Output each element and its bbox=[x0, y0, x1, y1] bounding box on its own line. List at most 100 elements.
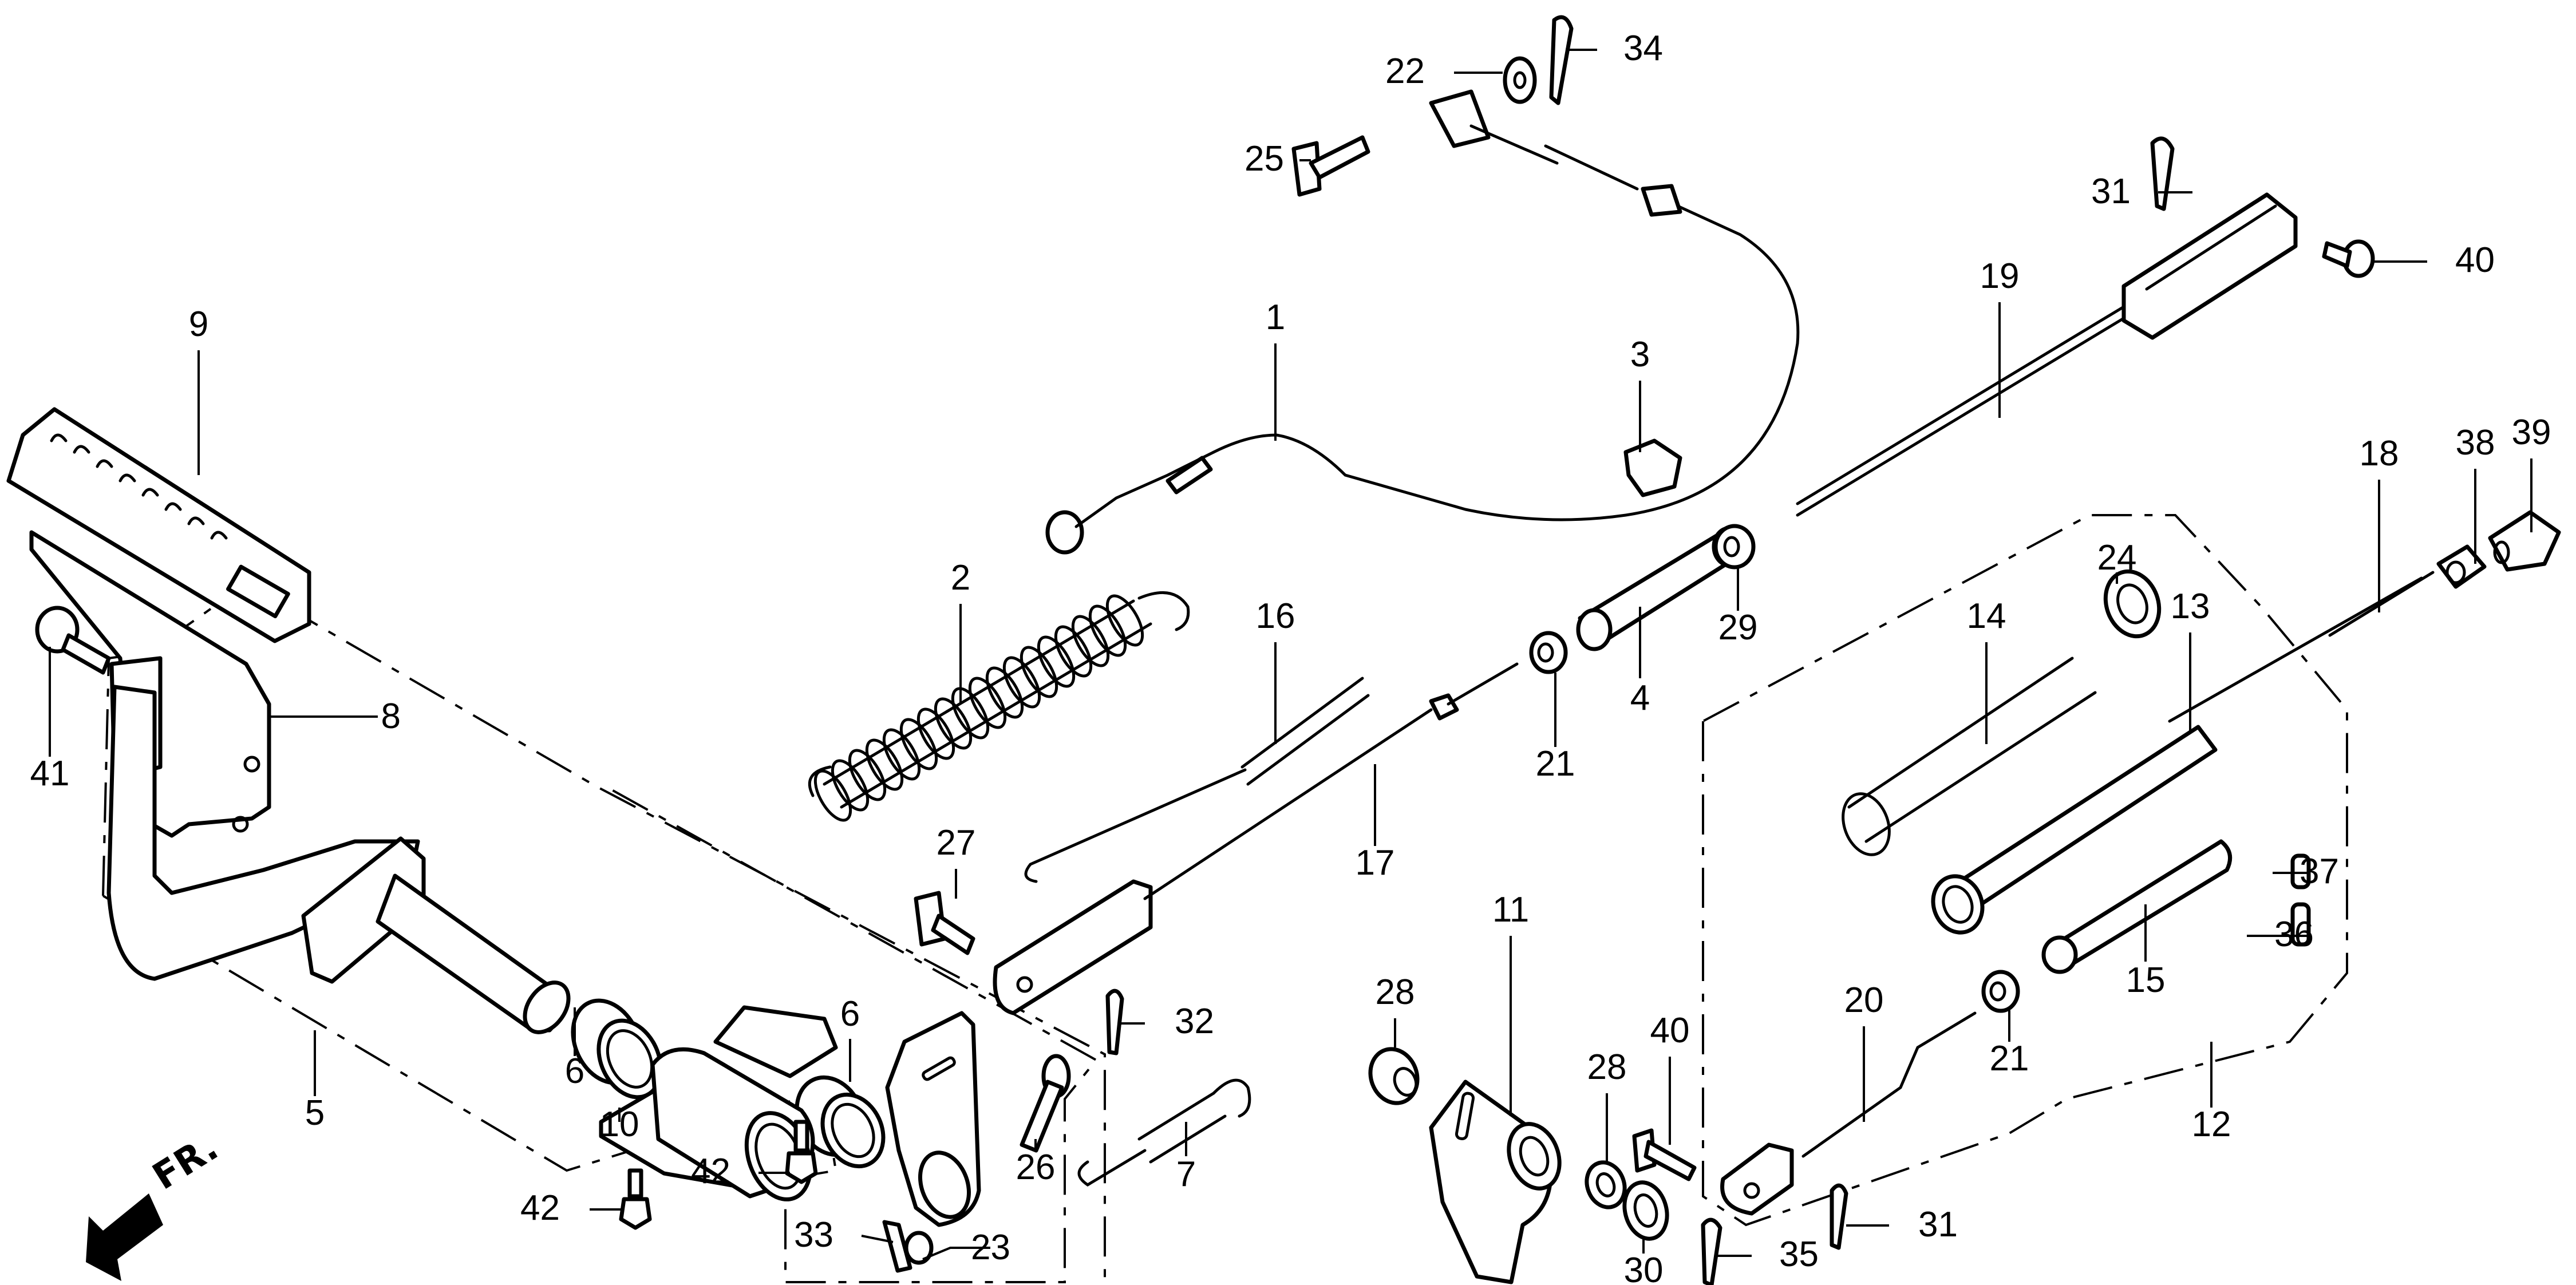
callout-6b[interactable]: 6 bbox=[840, 994, 860, 1082]
callout-31a[interactable]: 31 bbox=[2091, 172, 2192, 211]
callout-20[interactable]: 20 bbox=[1844, 980, 1884, 1122]
clevis-pin-40b[interactable] bbox=[1632, 1128, 1697, 1181]
flange-bolt-42a[interactable] bbox=[619, 1168, 652, 1230]
bushing-6a[interactable] bbox=[560, 990, 672, 1108]
cotter-pin-32[interactable] bbox=[1105, 989, 1124, 1055]
flange-nut-39[interactable] bbox=[2488, 510, 2561, 572]
bushing-28a[interactable] bbox=[1363, 1042, 1425, 1110]
brake-arm-11[interactable] bbox=[1429, 1080, 1568, 1284]
slide-shaft-15[interactable] bbox=[2041, 839, 2233, 974]
spring-coil bbox=[1105, 594, 1144, 647]
callout-3[interactable]: 3 bbox=[1630, 335, 1650, 452]
callout-2[interactable]: 2 bbox=[951, 558, 970, 704]
callout-12[interactable]: 12 bbox=[2192, 1042, 2231, 1144]
cotter-pin-35[interactable] bbox=[1701, 1217, 1722, 1285]
callout-39[interactable]: 39 bbox=[2512, 413, 2551, 532]
callout-label: 1 bbox=[1266, 298, 1285, 337]
callout-13[interactable]: 13 bbox=[2171, 587, 2210, 733]
callout-41[interactable]: 41 bbox=[30, 647, 70, 793]
washer-22[interactable] bbox=[1503, 56, 1537, 104]
callout-38[interactable]: 38 bbox=[2456, 423, 2495, 564]
callout-15[interactable]: 15 bbox=[2126, 904, 2166, 1000]
spring-guide-13[interactable] bbox=[1925, 725, 2218, 939]
adjuster-rod-20[interactable] bbox=[1720, 1011, 1977, 1216]
lever-plate-part[interactable] bbox=[885, 1011, 981, 1227]
callout-16[interactable]: 16 bbox=[1256, 596, 1295, 744]
callout-42b[interactable]: 42 bbox=[691, 1152, 790, 1191]
callout-36[interactable]: 36 bbox=[2247, 915, 2314, 954]
flange-bolt-41[interactable] bbox=[35, 606, 111, 675]
tension-spring-16[interactable] bbox=[1024, 677, 1370, 883]
callout-18[interactable]: 18 bbox=[2360, 434, 2399, 612]
callout-26[interactable]: 26 bbox=[1016, 1139, 1056, 1187]
callout-7[interactable]: 7 bbox=[1176, 1122, 1196, 1194]
washer-30[interactable] bbox=[1618, 1177, 1673, 1243]
pedal-pad-part[interactable] bbox=[6, 407, 311, 643]
clevis-pin-40a[interactable] bbox=[2322, 239, 2375, 278]
pin-37[interactable] bbox=[2290, 853, 2311, 889]
callout-14[interactable]: 14 bbox=[1967, 596, 2006, 744]
callout-label: 6 bbox=[840, 994, 860, 1034]
rod-joint-19[interactable] bbox=[2121, 192, 2298, 340]
callout-27[interactable]: 27 bbox=[937, 823, 976, 899]
callout-21b[interactable]: 21 bbox=[1990, 1010, 2029, 1078]
nut-29[interactable] bbox=[1713, 524, 1756, 570]
callout-10[interactable]: 10 bbox=[600, 1105, 639, 1144]
cotter-pin-34[interactable] bbox=[1549, 15, 1574, 105]
nut-21a[interactable] bbox=[1529, 631, 1568, 674]
brake-rod-17[interactable] bbox=[993, 662, 1519, 1015]
callout-4[interactable]: 4 bbox=[1630, 607, 1650, 718]
callout-28a[interactable]: 28 bbox=[1376, 972, 1415, 1047]
callout-42a[interactable]: 42 bbox=[520, 1188, 621, 1228]
callout-9[interactable]: 9 bbox=[189, 305, 208, 475]
callout-35[interactable]: 35 bbox=[1717, 1235, 1819, 1274]
control-cable-1[interactable] bbox=[1045, 89, 1800, 555]
pin-25[interactable] bbox=[1291, 135, 1370, 197]
callout-24[interactable]: 24 bbox=[2097, 538, 2137, 584]
cotter-pin-31b[interactable] bbox=[1830, 1183, 1848, 1250]
callout-40a[interactable]: 40 bbox=[2373, 240, 2495, 280]
callout-34[interactable]: 34 bbox=[1566, 29, 1663, 68]
callout-22[interactable]: 22 bbox=[1385, 52, 1503, 91]
callout-6a[interactable]: 6 bbox=[565, 1007, 584, 1091]
callout-29[interactable]: 29 bbox=[1718, 567, 1758, 647]
spring-coil bbox=[1054, 625, 1093, 678]
flange-bolt-42b[interactable] bbox=[785, 1120, 818, 1184]
callout-21a[interactable]: 21 bbox=[1536, 673, 1575, 784]
callout-label: 35 bbox=[1779, 1235, 1819, 1274]
return-spring-2[interactable] bbox=[808, 590, 1190, 825]
callout-23[interactable]: 23 bbox=[922, 1228, 1010, 1267]
callout-30[interactable]: 30 bbox=[1624, 1239, 1664, 1285]
callout-17[interactable]: 17 bbox=[1356, 764, 1395, 883]
front-direction-label: FR. bbox=[145, 1126, 226, 1199]
callout-25[interactable]: 25 bbox=[1244, 139, 1311, 179]
callout-28b[interactable]: 28 bbox=[1587, 1047, 1627, 1162]
callout-33[interactable]: 33 bbox=[794, 1215, 894, 1255]
callout-11[interactable]: 11 bbox=[1492, 890, 1529, 1116]
bushing-6b[interactable] bbox=[785, 1066, 895, 1176]
collar-38[interactable] bbox=[2436, 544, 2487, 589]
bushing-28b[interactable] bbox=[1581, 1157, 1631, 1212]
callout-8[interactable]: 8 bbox=[269, 697, 401, 736]
nut-21b[interactable] bbox=[1981, 970, 2020, 1013]
callout-31b[interactable]: 31 bbox=[1846, 1205, 1958, 1244]
cable-clip-3[interactable] bbox=[1623, 438, 1682, 497]
cotter-pin-33[interactable] bbox=[882, 1220, 912, 1273]
callout-32[interactable]: 32 bbox=[1119, 1002, 1214, 1041]
callout-1[interactable]: 1 bbox=[1266, 298, 1285, 441]
cotter-pin-31a[interactable] bbox=[2150, 136, 2175, 211]
pedal-shaft-part[interactable] bbox=[106, 685, 578, 1041]
spring-coil bbox=[934, 697, 973, 750]
rod-19[interactable] bbox=[1796, 302, 2131, 517]
pin-27[interactable] bbox=[914, 891, 975, 955]
callout-label: 8 bbox=[381, 697, 401, 736]
pin-26[interactable] bbox=[1020, 1054, 1071, 1153]
compression-spring-14[interactable] bbox=[1835, 657, 2097, 861]
extension-spring-7[interactable] bbox=[1077, 1078, 1251, 1187]
callout-40b[interactable]: 40 bbox=[1650, 1011, 1690, 1145]
callout-5[interactable]: 5 bbox=[305, 1030, 325, 1133]
callout-37[interactable]: 37 bbox=[2273, 852, 2339, 891]
washer-24[interactable] bbox=[2097, 564, 2168, 644]
pin-36[interactable] bbox=[2290, 902, 2311, 947]
callout-19[interactable]: 19 bbox=[1980, 256, 2020, 418]
